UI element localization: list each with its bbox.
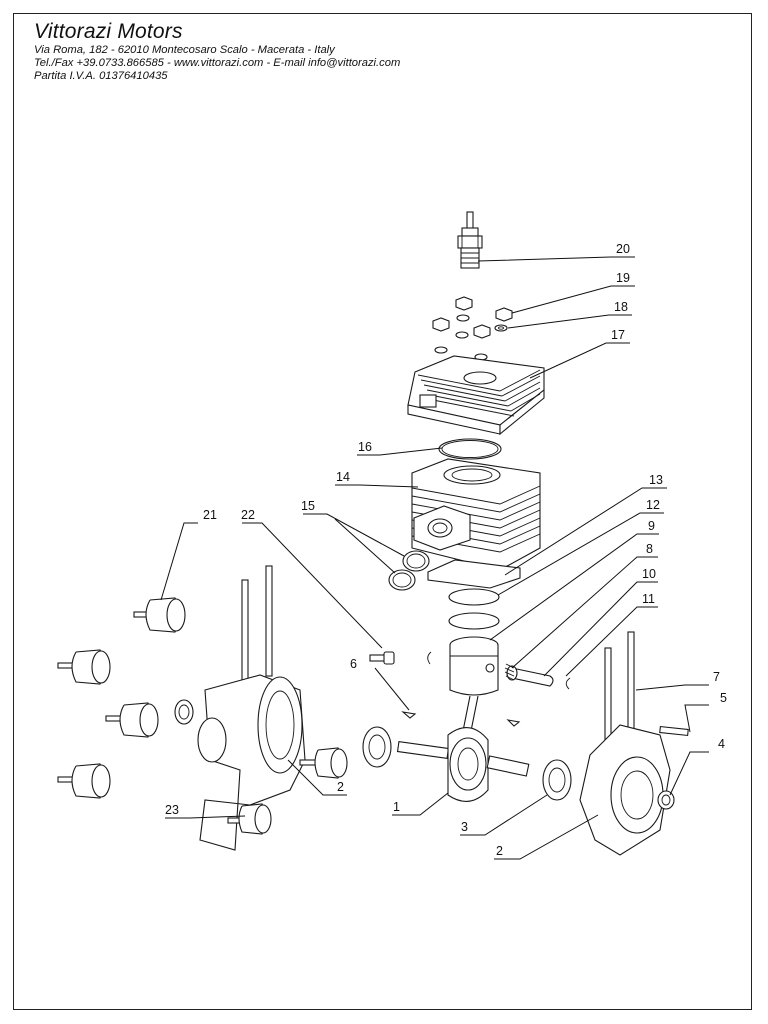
company-contact: Tel./Fax +39.0733.866585 - www.vittorazi… bbox=[34, 57, 401, 69]
company-name: Vittorazi Motors bbox=[34, 20, 183, 43]
callout-11: 11 bbox=[642, 592, 655, 606]
screw-22 bbox=[369, 651, 395, 665]
callout-15: 15 bbox=[301, 499, 315, 513]
callout-21: 21 bbox=[203, 508, 217, 522]
callout-14: 14 bbox=[336, 470, 350, 484]
piston-ring-upper bbox=[448, 588, 500, 606]
leader-lines bbox=[160, 256, 709, 860]
callout-17: 17 bbox=[611, 328, 625, 342]
callout-20: 20 bbox=[616, 242, 630, 256]
callout-16: 16 bbox=[358, 440, 372, 454]
callout-19: 19 bbox=[616, 271, 630, 285]
callout-8: 8 bbox=[646, 542, 653, 556]
cylinder-head bbox=[407, 355, 545, 436]
key-6 bbox=[401, 711, 417, 719]
piston-ring-lower bbox=[448, 612, 500, 630]
drawing-border bbox=[13, 13, 752, 1010]
callout-2-left: 2 bbox=[337, 780, 344, 794]
piston-pin bbox=[504, 663, 554, 687]
wrist-pin-clip-right bbox=[565, 677, 571, 690]
crankcase-left bbox=[174, 565, 306, 851]
callout-12: 12 bbox=[646, 498, 660, 512]
intake-gaskets bbox=[388, 550, 430, 591]
callout-13: 13 bbox=[649, 473, 663, 487]
callout-7: 7 bbox=[713, 670, 720, 684]
callout-18: 18 bbox=[614, 300, 628, 314]
wrist-pin-clip-left bbox=[427, 651, 432, 665]
rubber-mounts bbox=[57, 597, 348, 835]
crankcase-right bbox=[579, 631, 689, 856]
crankshaft bbox=[396, 727, 530, 802]
callout-23: 23 bbox=[165, 803, 179, 817]
callout-1: 1 bbox=[393, 800, 400, 814]
head-washers bbox=[434, 324, 508, 361]
callout-22: 22 bbox=[241, 508, 255, 522]
key-crank bbox=[506, 719, 521, 727]
callout-9: 9 bbox=[648, 519, 655, 533]
callout-4: 4 bbox=[718, 737, 725, 751]
head-nuts bbox=[432, 296, 513, 339]
company-vat: Partita I.V.A. 01376410435 bbox=[34, 70, 168, 82]
base-gasket bbox=[427, 559, 521, 589]
callout-2-right: 2 bbox=[496, 844, 503, 858]
bearing-left bbox=[362, 726, 392, 768]
callout-3: 3 bbox=[461, 820, 468, 834]
callout-labels: 20 19 18 17 16 14 13 12 9 8 10 11 15 21 … bbox=[165, 242, 727, 858]
callout-10: 10 bbox=[642, 567, 656, 581]
piston bbox=[449, 636, 499, 696]
callout-6: 6 bbox=[350, 657, 357, 671]
callout-5: 5 bbox=[720, 691, 727, 705]
spark-plug bbox=[457, 211, 483, 269]
company-address: Via Roma, 182 - 62010 Montecosaro Scalo … bbox=[34, 44, 335, 56]
cylinder bbox=[411, 458, 541, 571]
title-block: Vittorazi Motors Via Roma, 182 - 62010 M… bbox=[34, 20, 400, 83]
bearing-right bbox=[542, 759, 572, 801]
head-gasket-ring bbox=[438, 438, 502, 460]
